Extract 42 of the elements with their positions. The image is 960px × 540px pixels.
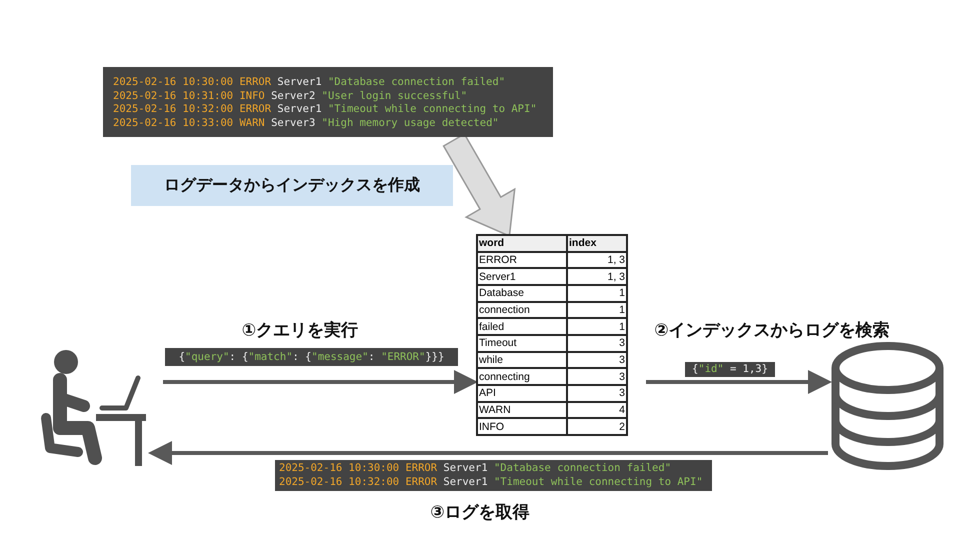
log-line: 2025-02-16 10:30:00 ERROR Server1 "Database connection failed": [113, 76, 506, 90]
table-cell: 1, 3: [567, 252, 627, 268]
table-cell: while: [477, 352, 567, 368]
title-band: ログデータからインデックスを作成: [131, 165, 453, 206]
step-heading: ②インデックスからログを検索: [654, 320, 890, 342]
table-cell: Server1: [477, 268, 567, 285]
table-header-cell: index: [567, 235, 627, 252]
log-box: [103, 67, 553, 137]
log-box: [275, 460, 712, 491]
table-cell: failed: [477, 318, 567, 335]
table-cell: 4: [567, 402, 627, 418]
log-line: 2025-02-16 10:32:00 ERROR Server1 "Timeout while connecting to API": [279, 476, 704, 489]
step-heading: ③ログを取得: [430, 502, 530, 524]
log-line: 2025-02-16 10:31:00 INFO Server2 "User login successful": [113, 90, 468, 103]
edge-label: {"id" = 1,3}: [685, 362, 775, 377]
table-cell: 3: [567, 368, 627, 385]
step-heading: ①クエリを実行: [242, 320, 358, 342]
index-table: [476, 234, 628, 436]
edge-label: {"query": {"match": {"message": "ERROR"}}}: [165, 348, 458, 366]
table-cell: WARN: [477, 402, 567, 418]
table-cell: connection: [477, 302, 567, 318]
table-header-cell: word: [477, 235, 567, 252]
log-line: 2025-02-16 10:33:00 WARN Server3 "High memory usage detected": [113, 116, 500, 130]
arrow: [163, 370, 478, 394]
table-cell: 1: [567, 284, 627, 302]
table-cell: 2: [567, 418, 627, 435]
arrow: [148, 441, 828, 465]
log-line: 2025-02-16 10:32:00 ERROR Server1 "Timeout while connecting to API": [113, 103, 538, 116]
table-cell: 1: [567, 318, 627, 335]
table-cell: API: [477, 384, 567, 402]
arrow: [646, 370, 832, 394]
log-line: 2025-02-16 10:30:00 ERROR Server1 "Database connection failed": [279, 462, 672, 476]
table-cell: 1, 3: [567, 268, 627, 285]
table-cell: Timeout: [477, 334, 567, 352]
table-cell: 1: [567, 302, 627, 318]
table-cell: 3: [567, 334, 627, 352]
table-cell: ERROR: [477, 252, 567, 268]
table-cell: 3: [567, 352, 627, 368]
table-cell: connecting: [477, 368, 567, 385]
table-cell: INFO: [477, 418, 567, 435]
table-cell: Database: [477, 284, 567, 302]
table-cell: 3: [567, 384, 627, 402]
